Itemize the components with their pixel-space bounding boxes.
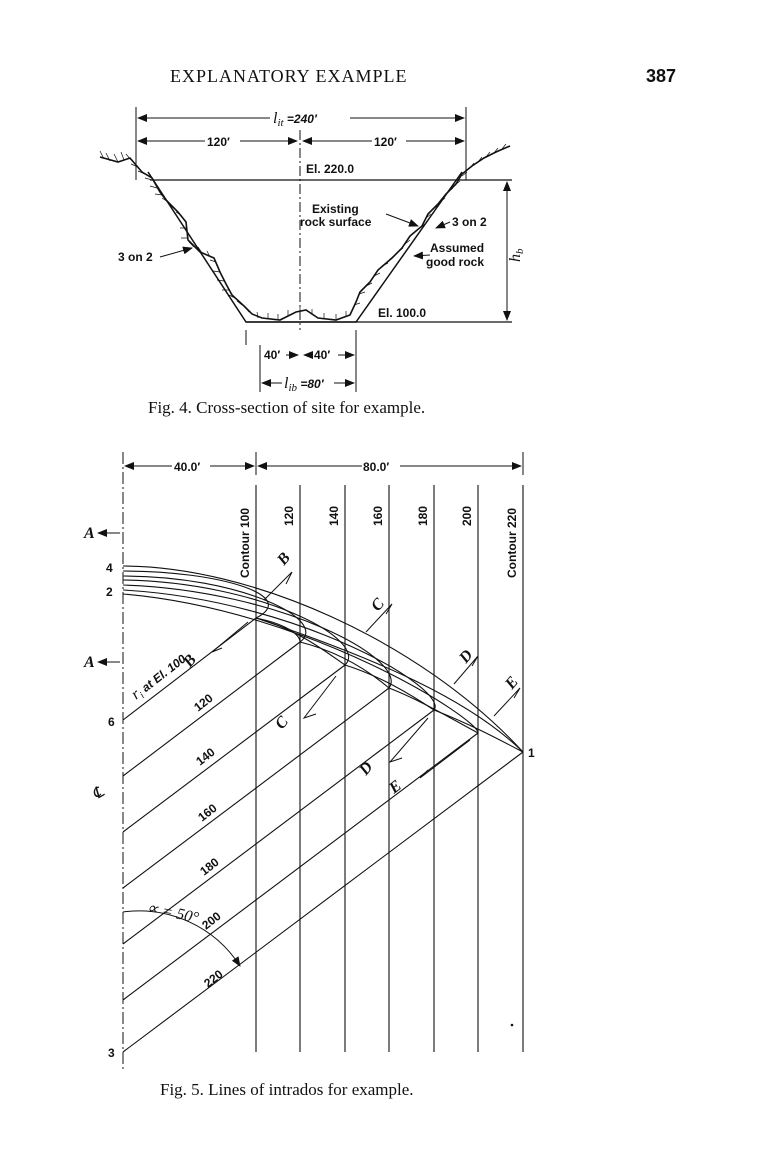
existing-rock-line (99, 145, 511, 321)
hb-label: hb (507, 248, 526, 262)
fig4-cross-section: lit =240′ 120′ 120′ El. 220.0 Existing r… (99, 107, 526, 394)
slope-right-arrow (435, 220, 451, 229)
section-c-bottom-mark (302, 675, 337, 719)
section-d-bottom: D (355, 758, 376, 779)
intrados-curves (122, 565, 524, 753)
page-number: 387 (646, 66, 677, 86)
stray-dot (510, 1023, 514, 1027)
contour-label-120: 120 (282, 506, 296, 526)
point-4: 4 (106, 561, 113, 575)
assumed-rock-label-2: good rock (426, 255, 484, 269)
point-1: 1 (528, 746, 535, 760)
section-d-bottom-mark (388, 717, 429, 764)
section-b-top: B (273, 549, 294, 569)
lit-label: lit =240′ (273, 110, 318, 129)
fig5-caption: Fig. 5. Lines of intrados for example. (160, 1080, 414, 1099)
lib-label: lib =80′ (284, 375, 325, 394)
section-e-bottom-mark (419, 739, 471, 779)
rock-hatching (99, 143, 507, 320)
contour-label-100: Contour 100 (238, 508, 252, 578)
dim5-right-label: 80.0′ (363, 460, 389, 474)
section-e-top-mark (493, 687, 521, 717)
section-b-top-mark (263, 571, 293, 601)
section-e-bottom: E (385, 777, 405, 798)
contour-label-200: 200 (460, 506, 474, 526)
diag-label-180: 180 (197, 855, 222, 879)
section-b-bottom-mark (211, 621, 249, 653)
contour-lines (255, 485, 524, 1052)
contour-label-180: 180 (416, 506, 430, 526)
point-6: 6 (108, 715, 115, 729)
dim5-left-label: 40.0′ (174, 460, 200, 474)
el-100-label: El. 100.0 (378, 306, 426, 320)
existing-rock-arrow (385, 213, 419, 227)
point-3: 3 (108, 1046, 115, 1060)
alpha-label: ∝ = 50° (145, 899, 201, 927)
section-b-bottom: B (179, 651, 200, 671)
half-right-label: 120′ (374, 135, 397, 149)
centerline-symbol: ℄ (90, 783, 108, 803)
point-a-top: A (83, 525, 95, 542)
diag-label-120: 120 (191, 691, 216, 715)
bot-right-label: 40′ (314, 348, 330, 362)
diag-label-140: 140 (193, 745, 218, 769)
section-c-bottom: C (272, 713, 292, 732)
point-2: 2 (106, 585, 113, 599)
fig4-caption: Fig. 4. Cross-section of site for exampl… (148, 398, 426, 417)
slope-left-label: 3 on 2 (118, 250, 153, 264)
alpha-arc (122, 910, 241, 967)
radius-lines (122, 617, 524, 1053)
bot-left-label: 40′ (264, 348, 280, 362)
assumed-rock-arrow (413, 251, 431, 260)
section-d-top-mark (453, 655, 479, 685)
page-header: EXPLANATORY EXAMPLE 387 (0, 66, 759, 96)
assumed-rock-label-1: Assumed (430, 241, 484, 255)
contour-label-140: 140 (327, 506, 341, 526)
existing-rock-label-2: rock surface (300, 215, 372, 229)
fig5-intrados: 40.0′ 80.0′ Contour 100 120 140 160 180 … (83, 452, 535, 1072)
half-left-label: 120′ (207, 135, 230, 149)
point-a-mid: A (83, 654, 95, 671)
contour-label-220: Contour 220 (505, 508, 519, 578)
section-c-top-mark (365, 603, 393, 633)
slope-left-arrow (159, 246, 193, 258)
running-head: EXPLANATORY EXAMPLE (170, 66, 408, 86)
diag-label-160: 160 (195, 801, 220, 825)
contour-label-160: 160 (371, 506, 385, 526)
existing-rock-label-1: Existing (312, 202, 359, 216)
slope-right-label: 3 on 2 (452, 215, 487, 229)
el-220-label: El. 220.0 (306, 162, 354, 176)
diag-label-220: 220 (201, 967, 226, 991)
